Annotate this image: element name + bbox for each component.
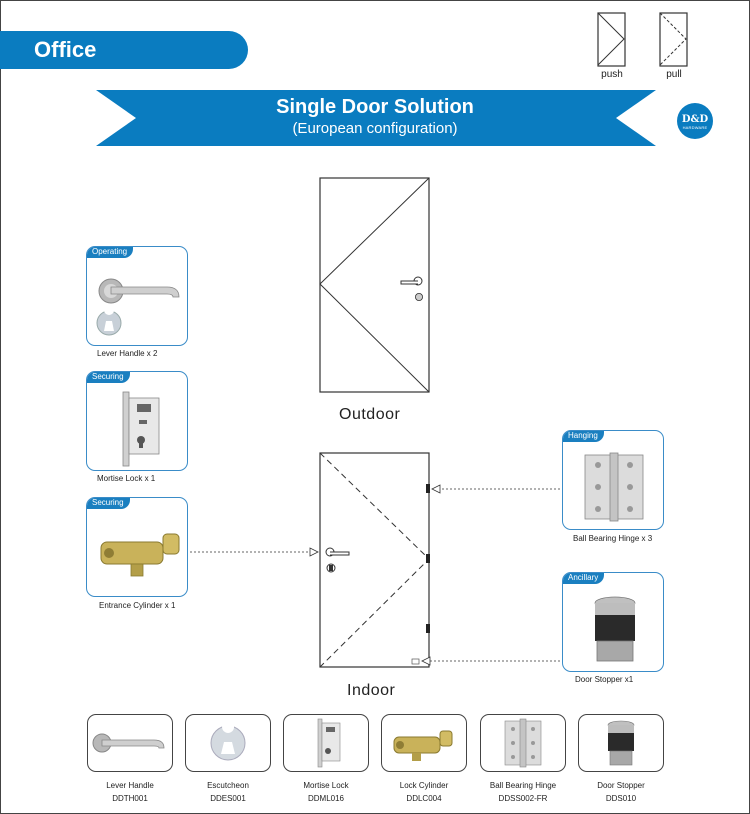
product-lock-cylinder[interactable] (381, 714, 467, 772)
lever-handle-caption: Lever Handle x 2 (97, 349, 158, 358)
product-name: Mortise Lock (303, 781, 349, 790)
indoor-label: Indoor (347, 682, 396, 699)
product-code: DDES001 (210, 794, 246, 803)
product-code: DDSS002-FR (498, 794, 548, 803)
mortise-lock-card[interactable]: Securing (86, 371, 188, 471)
card-tag: Hanging (563, 431, 604, 442)
section-title: Office (0, 31, 248, 69)
indoor-door (319, 452, 430, 668)
card-tag: Securing (87, 372, 130, 383)
card-tag: Ancillary (563, 573, 605, 584)
card-tag: Securing (87, 498, 130, 509)
ball-bearing-hinge-caption: Ball Bearing Hinge x 3 (573, 534, 653, 543)
pull-legend-icon (659, 12, 688, 67)
lever-handle-icon (96, 278, 180, 336)
product-escutcheon[interactable] (185, 714, 271, 772)
mortise-lock-icon (317, 718, 341, 768)
outdoor-lever-icon (400, 276, 423, 286)
lock-cylinder-icon (100, 533, 180, 577)
outdoor-door (319, 177, 430, 393)
indoor-stopper-mark (411, 658, 420, 665)
product-name: Lock Cylinder (399, 781, 449, 790)
banner-title: Single Door Solution (276, 96, 474, 118)
entrance-cylinder-card[interactable]: Securing (86, 497, 188, 597)
indoor-lever-icon (325, 547, 350, 557)
outdoor-cylinder-icon (415, 293, 424, 302)
lever-handle-card[interactable]: Operating (86, 246, 188, 346)
product-lever-handle[interactable] (87, 714, 173, 772)
product-ball-bearing-hinge[interactable] (480, 714, 566, 772)
product-name: Ball Bearing Hinge (489, 781, 557, 790)
card-tag: Operating (87, 247, 134, 258)
entrance-cylinder-caption: Entrance Cylinder x 1 (99, 601, 176, 610)
push-legend-icon (597, 12, 626, 67)
outdoor-label: Outdoor (339, 406, 401, 423)
door-stopper-caption: Door Stopper x1 (575, 675, 634, 684)
door-stopper-icon (594, 596, 636, 662)
door-stopper-card[interactable]: Ancillary (562, 572, 664, 672)
ball-bearing-hinge-icon (504, 718, 542, 768)
product-code: DDML016 (307, 794, 344, 803)
lever-handle-icon (92, 733, 165, 753)
product-door-stopper[interactable] (578, 714, 664, 772)
product-name: Lever Handle (106, 781, 154, 790)
product-code: DDS010 (605, 794, 637, 803)
pull-label: pull (666, 69, 682, 80)
ball-bearing-hinge-card[interactable]: Hanging (562, 430, 664, 530)
mortise-lock-icon (122, 391, 160, 467)
push-label: push (601, 69, 623, 80)
product-mortise-lock[interactable] (283, 714, 369, 772)
mortise-lock-caption: Mortise Lock x 1 (97, 474, 156, 483)
lock-cylinder-icon (393, 730, 453, 761)
product-code: DDTH001 (112, 794, 148, 803)
banner-subtitle: (European configuration) (292, 120, 458, 137)
banner-ribbon (96, 90, 656, 146)
product-name: Door Stopper (597, 781, 645, 790)
product-name: Escutcheon (207, 781, 249, 790)
ball-bearing-hinge-icon (584, 452, 644, 522)
product-code: DDLC004 (406, 794, 442, 803)
door-stopper-icon (607, 720, 635, 766)
brand-logo: D&D HARDWARE (677, 103, 713, 139)
escutcheon-icon (210, 721, 246, 761)
